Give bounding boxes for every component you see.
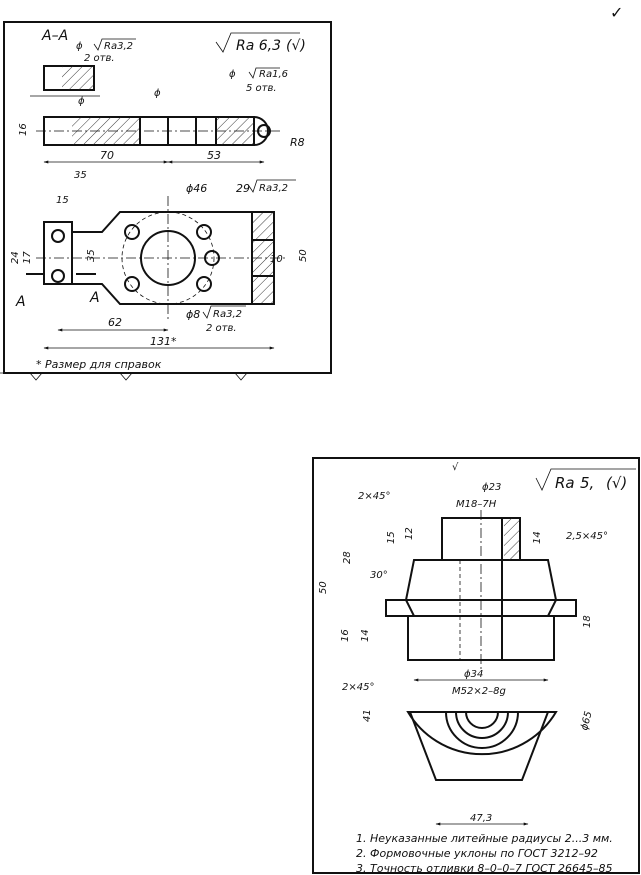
- small-hole-ra-symbol: [248, 67, 280, 79]
- top-sheet: ✓ А–А Ra 6,3 (√) ϕ Ra3,2 2 отв. ϕ ϕ ϕ Ra…: [0, 3, 623, 381]
- dim-29: 29: [236, 182, 250, 195]
- dim-29-ra: Ra3,2: [259, 183, 288, 194]
- angle-30: 30°: [370, 570, 388, 581]
- dim-50: 50: [298, 249, 309, 262]
- thread-bottom: M52×2–8g: [452, 686, 506, 697]
- roughness-main: Ra 6,3: [236, 38, 281, 54]
- dim-phi8-count: 2 отв.: [206, 323, 237, 334]
- thread-top: M18–7H: [456, 499, 497, 510]
- dim-24: 24: [10, 251, 21, 264]
- dim-14-left: 14: [360, 629, 371, 642]
- section-view-hatch: [62, 66, 94, 90]
- roughness-main-paren: (√): [286, 38, 306, 54]
- dim-17: 17: [22, 251, 33, 264]
- dim-62: 62: [108, 316, 122, 329]
- dim-16: 16: [18, 123, 29, 136]
- dim-10: 10: [270, 254, 283, 265]
- chamfer-top: 2×45°: [358, 491, 390, 502]
- hole-note-symbol: ϕ: [76, 41, 83, 52]
- dim-41-b: 41: [362, 709, 373, 722]
- corner-roughness-mark: ✓: [610, 3, 623, 22]
- note-1: 1. Неуказанные литейные радиусы 2...3 мм…: [356, 832, 613, 845]
- fitting-neck-hatch: [504, 518, 520, 560]
- phi-b: ϕ: [154, 88, 161, 99]
- hole-note-ra: Ra3,2: [104, 41, 133, 52]
- dim-50-b: 50: [318, 581, 329, 594]
- top-header: √: [452, 462, 459, 473]
- dim-29-ra-symbol: [248, 179, 296, 193]
- plate-hatch-right: [252, 212, 274, 304]
- roughness-main-symbol: [215, 32, 300, 53]
- note-2: 2. Формовочные уклоны по ГОСТ 3212–92: [356, 847, 598, 860]
- dim-phi8-ra: Ra3,2: [213, 309, 242, 320]
- bolt-hole-3: [124, 276, 140, 292]
- dim-18-b: 18: [582, 615, 593, 628]
- bottom-view-bore-inner: [465, 711, 499, 729]
- dim-131: 131*: [150, 335, 177, 348]
- hole-note-count: 2 отв.: [84, 53, 115, 64]
- plate-left-lug: [43, 221, 73, 285]
- dim-15-b: 15: [386, 531, 397, 544]
- dim-14-right: 14: [532, 531, 543, 544]
- hole-note-ra-symbol: [93, 38, 136, 51]
- dim-phi46: ϕ46: [186, 182, 207, 195]
- bottom-view-hex: [408, 711, 550, 781]
- bottom-sheet-frame: [312, 457, 640, 874]
- bolt-hole-4: [196, 276, 212, 292]
- phi-a: ϕ: [78, 96, 85, 107]
- roughness-value-b: 5,: [580, 474, 594, 492]
- dim-phi34: ϕ34: [464, 669, 483, 680]
- dim-47: 47,3: [470, 813, 492, 824]
- small-hole-symbol: ϕ: [229, 69, 236, 80]
- bolt-hole-1: [196, 224, 212, 240]
- footnote: * Размер для справок: [36, 358, 162, 371]
- dim-phi8-ra-symbol: [202, 305, 246, 319]
- roughness-paren-b: (√): [606, 474, 627, 492]
- dim-70: 70: [100, 149, 114, 162]
- dim-phi65: ϕ65: [579, 710, 595, 732]
- label-a-left: А: [15, 294, 26, 310]
- dim-phi8: ϕ8: [186, 308, 200, 321]
- lug-hole-bottom: [51, 269, 65, 283]
- chamfer-right: 2,5×45°: [566, 531, 608, 542]
- fitting-section-hatch: [501, 559, 577, 661]
- bottom-view-outline: [406, 711, 558, 756]
- roughness-main-b: Ra: [555, 474, 575, 492]
- dim-16-b: 16: [340, 629, 351, 642]
- lug-hole-top: [51, 229, 65, 243]
- dim-35-mid: 35: [86, 249, 97, 262]
- dim-53: 53: [207, 149, 221, 162]
- roughness-main-symbol-b: [535, 468, 636, 491]
- dim-phi23: ϕ23: [482, 482, 501, 493]
- small-hole-ra: Ra1,6: [259, 69, 288, 80]
- dim-12-b: 12: [404, 527, 415, 540]
- bottom-view-bore-mid: [455, 711, 509, 739]
- bolt-hole-2: [124, 224, 140, 240]
- bottom-sheet: √ Ra 5, (√) 2×45° ϕ23 M18–7H 15 12 28 14…: [312, 457, 640, 875]
- bottom-view-bore-outer: [445, 711, 519, 749]
- top-sheet-break-line: [0, 372, 331, 381]
- dim-28-b: 28: [342, 551, 353, 564]
- small-hole-count: 5 отв.: [246, 83, 277, 94]
- section-label: А–А: [41, 28, 68, 44]
- dim-15: 15: [56, 195, 69, 206]
- bar-eye: [253, 116, 269, 146]
- note-3: 3. Точность отливки 8–0–0–7 ГОСТ 26645–8…: [356, 862, 613, 875]
- chamfer-bottom: 2×45°: [342, 682, 374, 693]
- label-a-right: А: [89, 290, 100, 306]
- dim-35-top: 35: [74, 170, 87, 181]
- dim-r8: R8: [290, 136, 305, 149]
